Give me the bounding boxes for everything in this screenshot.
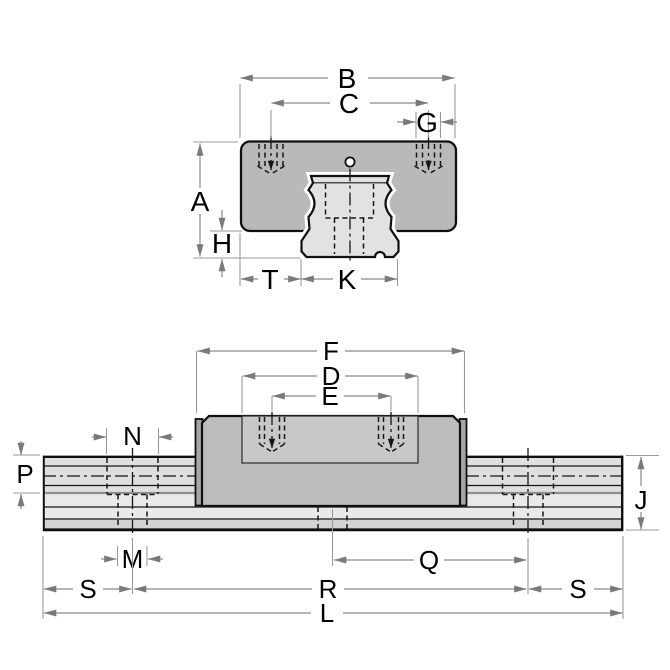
dim-label-r: R xyxy=(319,574,338,604)
dimension-J: J xyxy=(626,454,659,531)
dim-label-k: K xyxy=(338,264,357,295)
dimension-P: P xyxy=(13,441,40,509)
carriage-hole-left-side xyxy=(258,412,286,453)
rail-side-view: F D E N xyxy=(13,336,659,628)
dimension-K: K xyxy=(301,259,399,295)
carriage-hole-right-side xyxy=(377,412,405,453)
dim-label-f: F xyxy=(323,336,339,366)
dim-label-a: A xyxy=(191,186,210,217)
dim-label-p: P xyxy=(16,459,33,489)
carriage-hole-right-front xyxy=(414,136,443,175)
rail-hole-right xyxy=(501,448,555,536)
dim-label-g: G xyxy=(416,107,438,138)
dim-label-l: L xyxy=(320,598,334,628)
dimension-G: G xyxy=(397,107,457,138)
rail-hole-front xyxy=(324,168,375,263)
dimension-R: R xyxy=(133,574,527,604)
lubrication-hole xyxy=(344,156,356,168)
dimension-L: L xyxy=(43,598,623,628)
dim-label-c: C xyxy=(339,88,359,119)
dim-label-e: E xyxy=(321,381,338,411)
dimension-S-left: S xyxy=(43,574,132,604)
dim-label-s-right: S xyxy=(569,574,586,604)
dimension-T: T xyxy=(239,233,302,295)
dimension-E: E xyxy=(271,381,392,411)
dimension-H: H xyxy=(210,210,242,277)
carriage-side-view xyxy=(194,412,468,508)
dimension-F: F xyxy=(195,336,466,413)
dimension-Q: Q xyxy=(333,545,527,575)
dimension-A: A xyxy=(191,141,300,259)
dim-label-b: B xyxy=(338,63,357,94)
carriage-hole-left-front xyxy=(257,136,285,175)
dim-label-q: Q xyxy=(419,545,439,575)
dimension-N: N xyxy=(92,421,173,454)
dim-label-t: T xyxy=(261,264,278,295)
dim-label-h: H xyxy=(212,228,232,259)
carriage-front-view: B C G A H xyxy=(191,63,458,295)
dimension-D: D xyxy=(241,361,419,413)
dim-label-d: D xyxy=(322,361,341,391)
dimension-C: C xyxy=(270,88,430,138)
dim-label-n: N xyxy=(123,421,142,451)
dimension-B: B xyxy=(239,63,456,138)
rail-hole-left xyxy=(106,448,159,536)
dimension-S-right: S xyxy=(528,574,623,604)
rail-hole-middle xyxy=(317,507,348,529)
dim-label-j: J xyxy=(635,485,648,515)
dim-label-s-left: S xyxy=(79,574,96,604)
